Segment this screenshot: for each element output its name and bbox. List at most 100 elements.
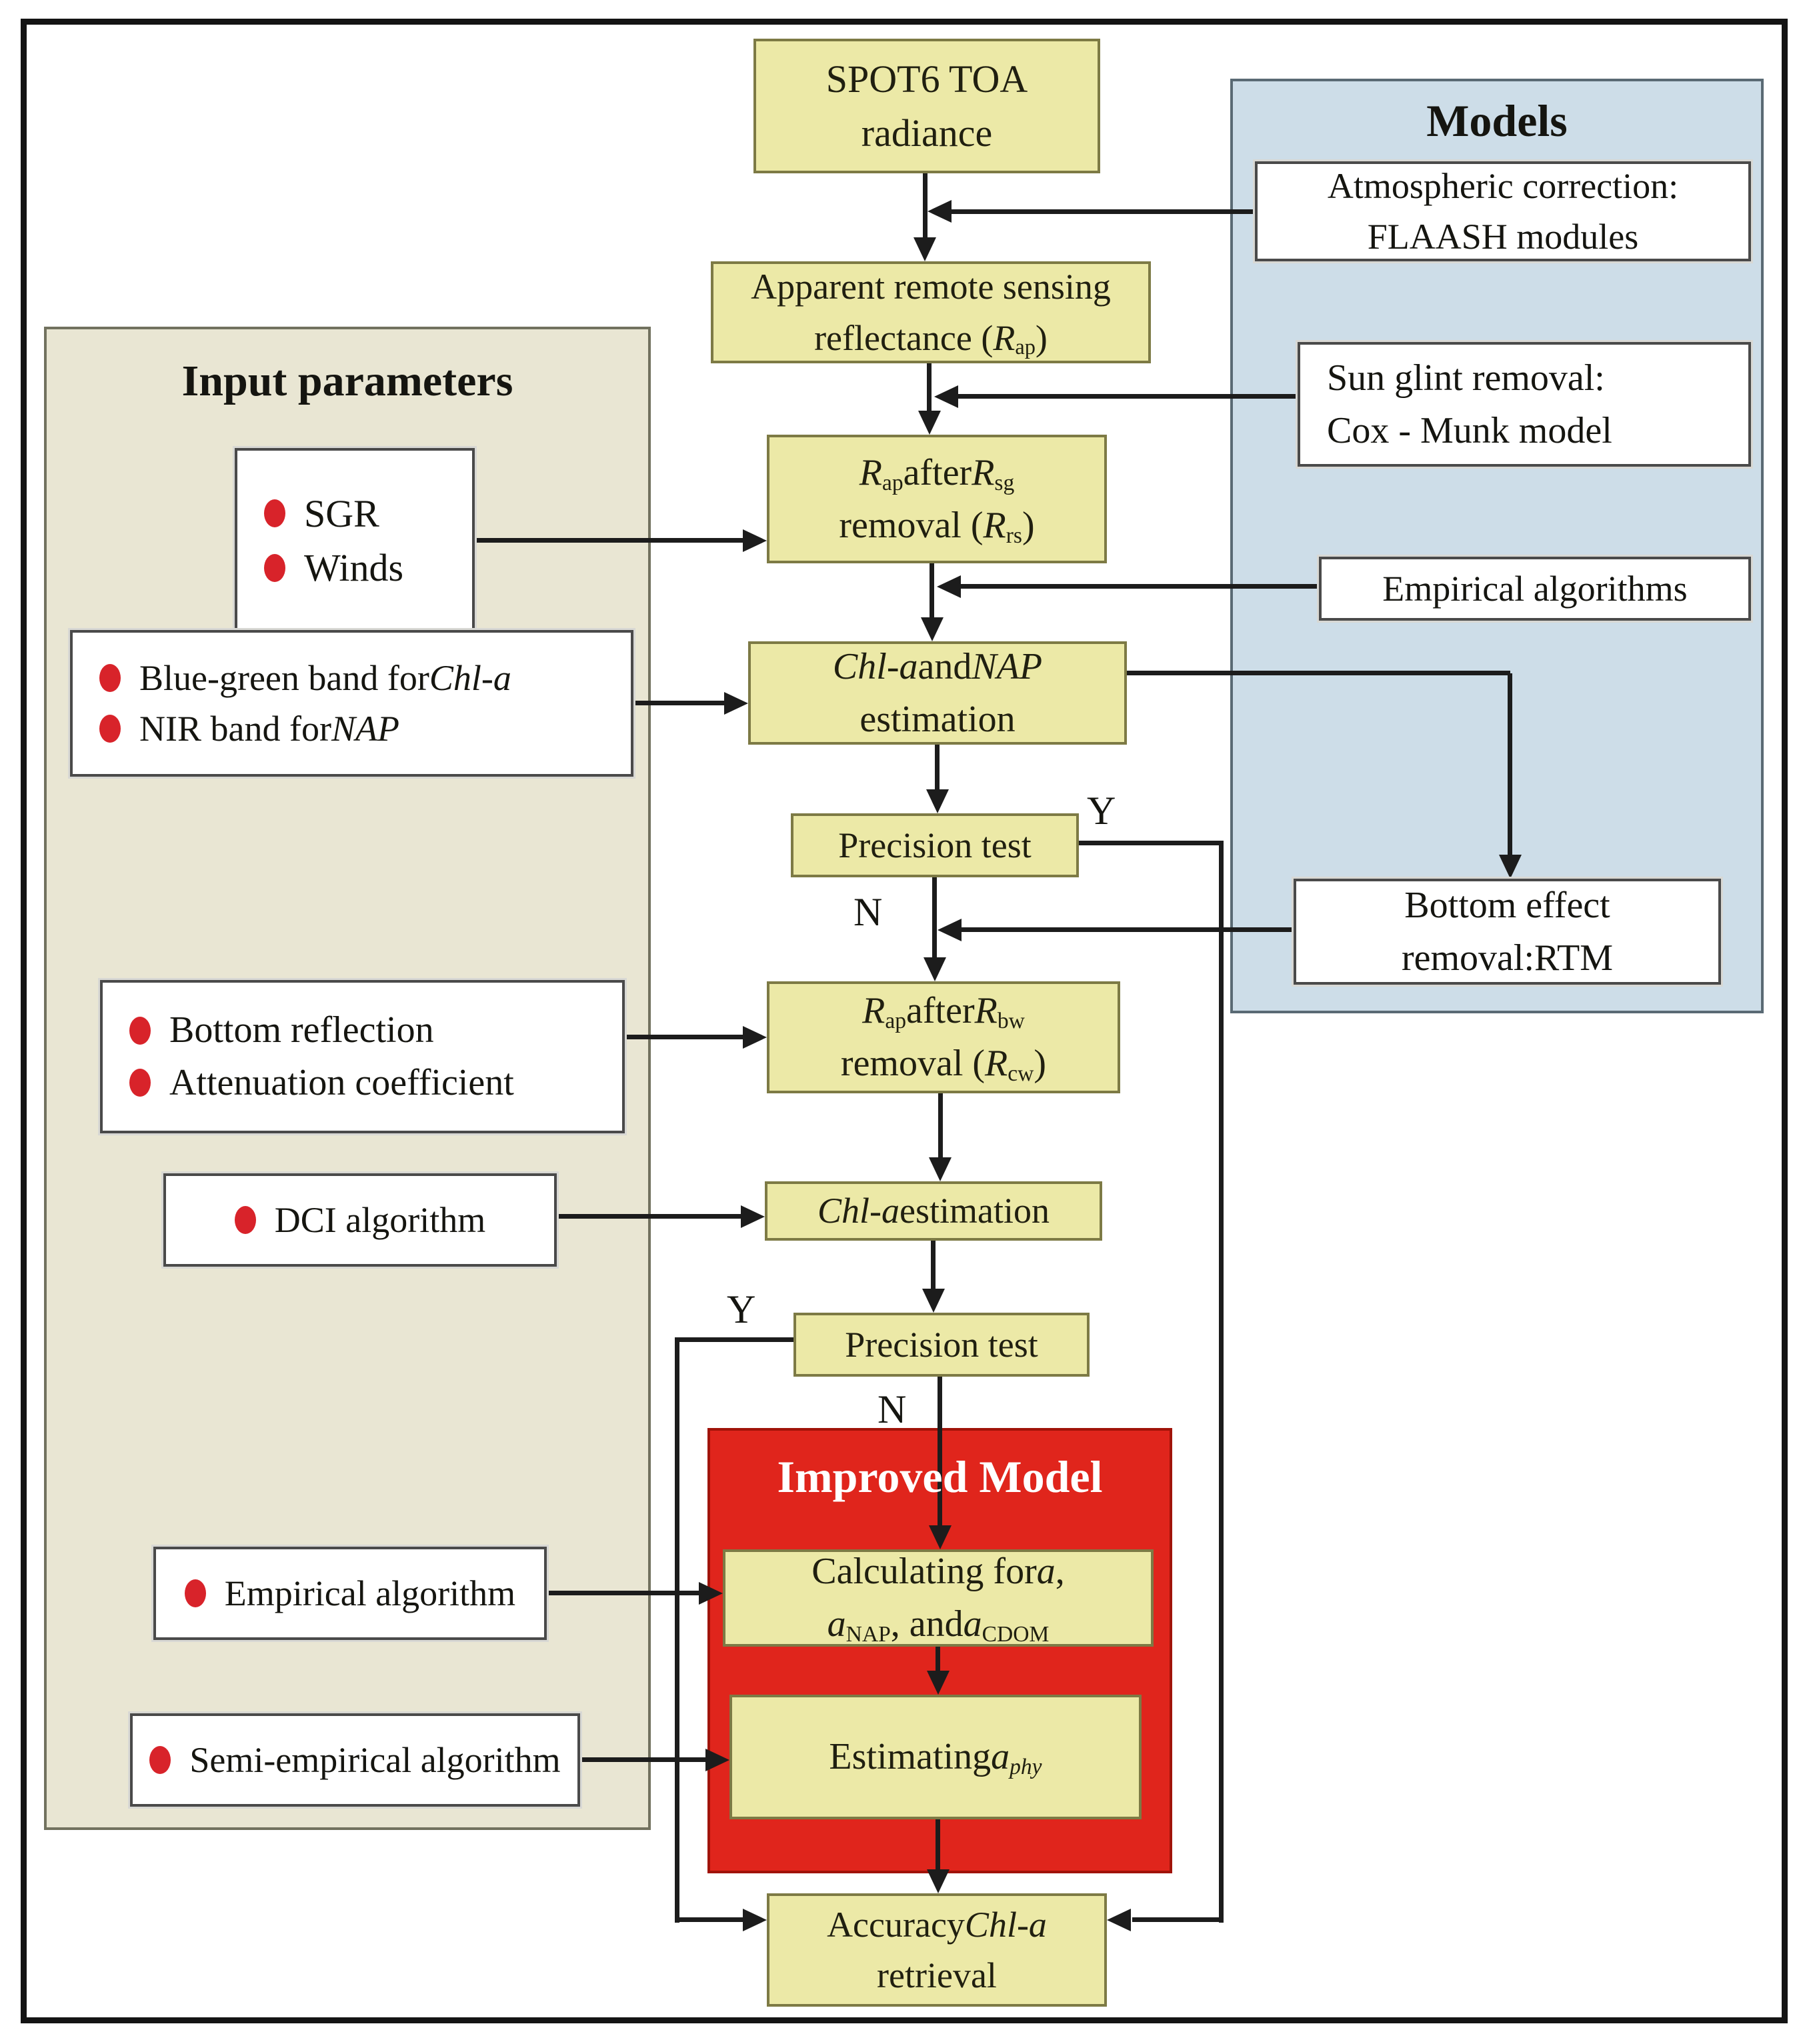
sgr-winds-box-text-line: SGR bbox=[264, 489, 379, 539]
arrowhead-down-5 bbox=[921, 617, 944, 641]
arrowhead-down-8 bbox=[926, 789, 949, 813]
accuracy-chla-retrieval-box-text-line: retrieval bbox=[877, 1955, 997, 1995]
arrowhead-down-9 bbox=[1499, 855, 1522, 879]
empirical-algorithm-box-text-line: Empirical algorithm bbox=[184, 1570, 515, 1617]
empirical-algorithms-box: Empirical algorithms bbox=[1319, 557, 1751, 621]
arrowhead-left-12 bbox=[938, 919, 962, 941]
connector-line-25 bbox=[936, 1647, 940, 1677]
sun-glint-removal-box-text-line: Sun glint removal: bbox=[1327, 357, 1605, 399]
bullet-icon bbox=[99, 663, 121, 692]
arrowhead-down-20 bbox=[927, 1671, 950, 1695]
connector-line-11 bbox=[1079, 841, 1222, 845]
sun-glint-removal-box: Sun glint removal:Cox - Munk model bbox=[1298, 342, 1751, 467]
bottom-effect-removal-box-text-line: Bottom effect bbox=[1404, 884, 1610, 926]
connector-line-26 bbox=[580, 1757, 705, 1762]
models-title: Models bbox=[1426, 95, 1568, 146]
dci-algorithm-box-text-line: DCI algorithm bbox=[234, 1197, 485, 1243]
decision-label-yes-2: Y bbox=[727, 1287, 756, 1331]
bottom-reflection-box-text-line: Attenuation coefficient bbox=[129, 1059, 514, 1107]
connector-line-20 bbox=[677, 1337, 793, 1342]
arrowhead-down-18 bbox=[929, 1525, 952, 1549]
arrowhead-down-16 bbox=[922, 1289, 945, 1313]
band-inputs-box-text-line: NIR band for NAP bbox=[99, 705, 399, 752]
atmospheric-correction-box-text-line: Atmospheric correction: bbox=[1327, 165, 1679, 206]
connector-line-10 bbox=[1508, 673, 1512, 855]
empirical-algorithm-box: Empirical algorithm bbox=[153, 1547, 547, 1640]
apparent-reflectance-box-text-line: Apparent remote sensing bbox=[751, 267, 1111, 307]
calculating-a-box-text-line: Calculating for a, bbox=[811, 1551, 1065, 1593]
arrowhead-right-19 bbox=[699, 1582, 723, 1605]
connector-line-17 bbox=[938, 1093, 943, 1157]
connector-line-7 bbox=[633, 701, 724, 705]
dci-algorithm-box: DCI algorithm bbox=[163, 1173, 557, 1267]
spot6-toa-radiance-box-text-line: SPOT6 TOA bbox=[825, 57, 1028, 101]
chla-estimation-box: Chl-a estimation bbox=[765, 1181, 1102, 1241]
empirical-algorithms-box-text-line: Empirical algorithms bbox=[1382, 568, 1688, 609]
connector-line-0 bbox=[923, 173, 928, 237]
connector-line-13 bbox=[1132, 1917, 1222, 1922]
bullet-icon bbox=[264, 499, 285, 528]
arrowhead-down-0 bbox=[914, 237, 936, 261]
chla-nap-estimation-box: Chl-a and NAP estimation bbox=[748, 641, 1127, 745]
bullet-icon bbox=[149, 1746, 171, 1774]
spot6-toa-radiance-box-text-line: radiance bbox=[861, 111, 993, 155]
chla-nap-estimation-box-text-line: estimation bbox=[859, 698, 1016, 740]
decision-label-no-1: N bbox=[853, 890, 883, 934]
arrowhead-right-15 bbox=[741, 1205, 765, 1228]
outer-frame bbox=[21, 19, 1788, 2023]
bottom-reflection-box-text-line: Bottom reflection bbox=[129, 1006, 434, 1055]
arrowhead-right-13 bbox=[743, 1026, 767, 1049]
connector-line-4 bbox=[475, 538, 743, 543]
atmospheric-correction-box-text-line: FLAASH modules bbox=[1367, 217, 1639, 257]
decision-label-no-2: N bbox=[877, 1387, 907, 1431]
spot6-toa-radiance-box: SPOT6 TOA radiance bbox=[753, 39, 1100, 173]
bullet-icon bbox=[129, 1016, 151, 1045]
connector-line-2 bbox=[927, 363, 932, 411]
decision-label-yes-1: Y bbox=[1087, 789, 1116, 833]
precision-test-2-box-text-line: Precision test bbox=[845, 1324, 1038, 1365]
chla-estimation-box-text-line: Chl-a estimation bbox=[817, 1191, 1050, 1231]
connector-line-22 bbox=[677, 1917, 743, 1922]
precision-test-1-box: Precision test bbox=[791, 813, 1079, 877]
chla-nap-estimation-box-text-line: Chl-a and NAP bbox=[832, 645, 1043, 687]
precision-test-2-box: Precision test bbox=[793, 1313, 1090, 1377]
arrowhead-right-4 bbox=[743, 529, 767, 552]
bullet-icon bbox=[99, 715, 121, 743]
connector-line-16 bbox=[625, 1035, 743, 1039]
improved-model-title: Improved Model bbox=[777, 1451, 1103, 1502]
connector-line-21 bbox=[675, 1337, 679, 1923]
arrowhead-down-22 bbox=[927, 1869, 950, 1893]
atmospheric-correction-box: Atmospheric correction: FLAASH modules bbox=[1255, 161, 1751, 261]
semi-empirical-algorithm-box: Semi-empirical algorithm bbox=[130, 1713, 580, 1807]
arrowhead-left-6 bbox=[937, 575, 961, 598]
connector-line-18 bbox=[557, 1214, 741, 1219]
bullet-icon bbox=[184, 1579, 206, 1607]
accuracy-chla-retrieval-box-text-line: Accuracy Chl-a bbox=[827, 1904, 1047, 1945]
band-inputs-box-text-line: Blue-green band for Chl-a bbox=[99, 655, 511, 701]
accuracy-chla-retrieval-box: Accuracy Chl-a retrieval bbox=[767, 1893, 1107, 2007]
precision-test-1-box-text-line: Precision test bbox=[838, 825, 1032, 865]
connector-line-27 bbox=[936, 1819, 940, 1869]
bullet-icon bbox=[264, 553, 285, 582]
input-parameters-title: Input parameters bbox=[181, 357, 513, 405]
arrowhead-right-21 bbox=[705, 1749, 729, 1771]
connector-line-23 bbox=[938, 1377, 942, 1525]
connector-line-5 bbox=[930, 563, 934, 617]
connector-line-6 bbox=[961, 584, 1319, 589]
arrowhead-left-10 bbox=[1107, 1909, 1131, 1931]
